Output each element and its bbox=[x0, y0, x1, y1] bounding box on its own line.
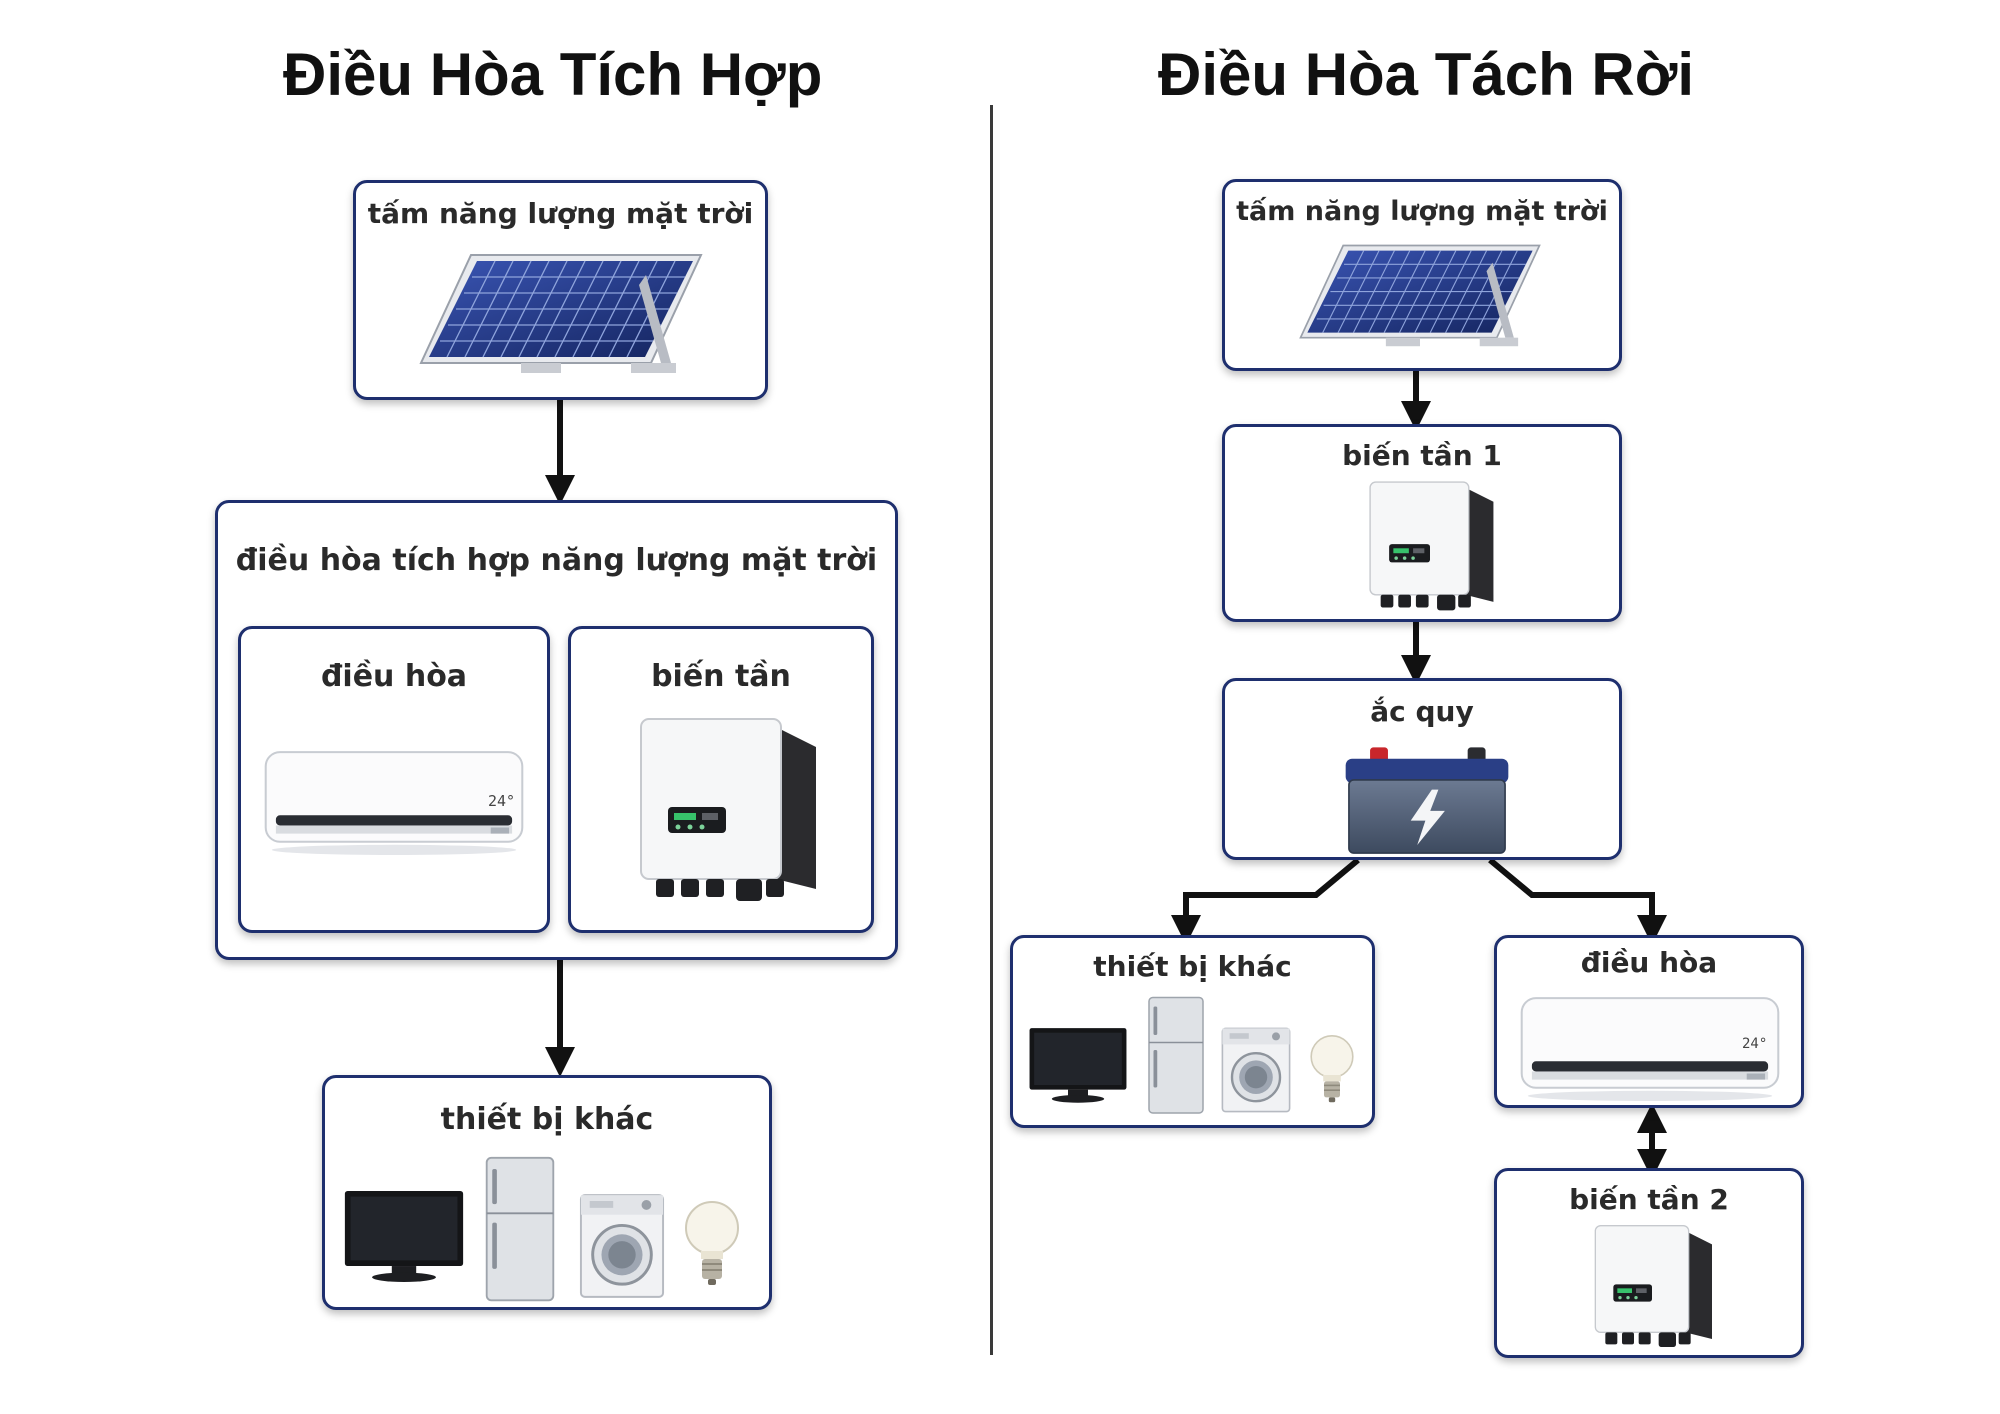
left-ac-label: điều hòa bbox=[320, 659, 468, 694]
inverter-icon bbox=[1355, 475, 1505, 623]
tv-icon bbox=[343, 1186, 465, 1286]
left-inverter-box: biến tần bbox=[568, 626, 874, 933]
battery-icon bbox=[1337, 736, 1517, 858]
right-battery-box: ắc quy bbox=[1222, 678, 1622, 860]
left-other-label: thiết bị khác bbox=[440, 1102, 654, 1137]
arrow-battery-to-other bbox=[1171, 857, 1360, 945]
column-divider bbox=[990, 105, 993, 1355]
right-inverter1-box: biến tần 1 bbox=[1222, 424, 1622, 622]
right-solar-box: tấm năng lượng mặt trời bbox=[1222, 179, 1622, 371]
right-inverter2-box: biến tần 2 bbox=[1494, 1168, 1804, 1358]
left-integrated-box: điều hòa tích hợp năng lượng mặt trời đi… bbox=[215, 500, 898, 960]
right-other-label: thiết bị khác bbox=[1093, 950, 1292, 983]
washing-machine-icon bbox=[578, 1190, 666, 1302]
solar-panel-icon bbox=[401, 245, 721, 395]
right-battery-label: ắc quy bbox=[1370, 695, 1474, 728]
light-bulb-icon bbox=[682, 1196, 742, 1296]
left-inverter-label: biến tần bbox=[651, 659, 791, 694]
fridge-icon bbox=[1143, 996, 1209, 1116]
left-ac-box: điều hòa 24° bbox=[238, 626, 550, 933]
right-ac-box: điều hòa 24° bbox=[1494, 935, 1804, 1108]
right-inverter2-label: biến tần 2 bbox=[1569, 1183, 1729, 1216]
washing-machine-icon bbox=[1220, 1026, 1292, 1114]
left-other-box: thiết bị khác bbox=[322, 1075, 772, 1310]
inverter-icon bbox=[1577, 1219, 1727, 1359]
right-ac-label: điều hòa bbox=[1580, 946, 1718, 979]
arrow-battery-to-ac bbox=[1488, 857, 1667, 945]
right-solar-label: tấm năng lượng mặt trời bbox=[1236, 196, 1608, 227]
solar-panel-icon bbox=[1270, 237, 1570, 365]
right-other-box: thiết bị khác bbox=[1010, 935, 1375, 1128]
right-title: Điều Hòa Tách Rời bbox=[1158, 41, 1695, 108]
left-integrated-label: điều hòa tích hợp năng lượng mặt trời bbox=[235, 543, 878, 578]
ac-display-text: 24° bbox=[488, 792, 516, 810]
fridge-icon bbox=[480, 1156, 560, 1304]
left-solar-box: tấm năng lượng mặt trời bbox=[353, 180, 768, 400]
left-solar-label: tấm năng lượng mặt trời bbox=[367, 197, 754, 230]
left-title: Điều Hòa Tích Hợp bbox=[283, 41, 823, 108]
light-bulb-icon bbox=[1308, 1030, 1356, 1112]
inverter-icon bbox=[626, 709, 826, 919]
ac-display-text: 24° bbox=[1742, 1036, 1768, 1052]
right-inverter1-label: biến tần 1 bbox=[1342, 439, 1502, 472]
tv-icon bbox=[1028, 1020, 1128, 1110]
